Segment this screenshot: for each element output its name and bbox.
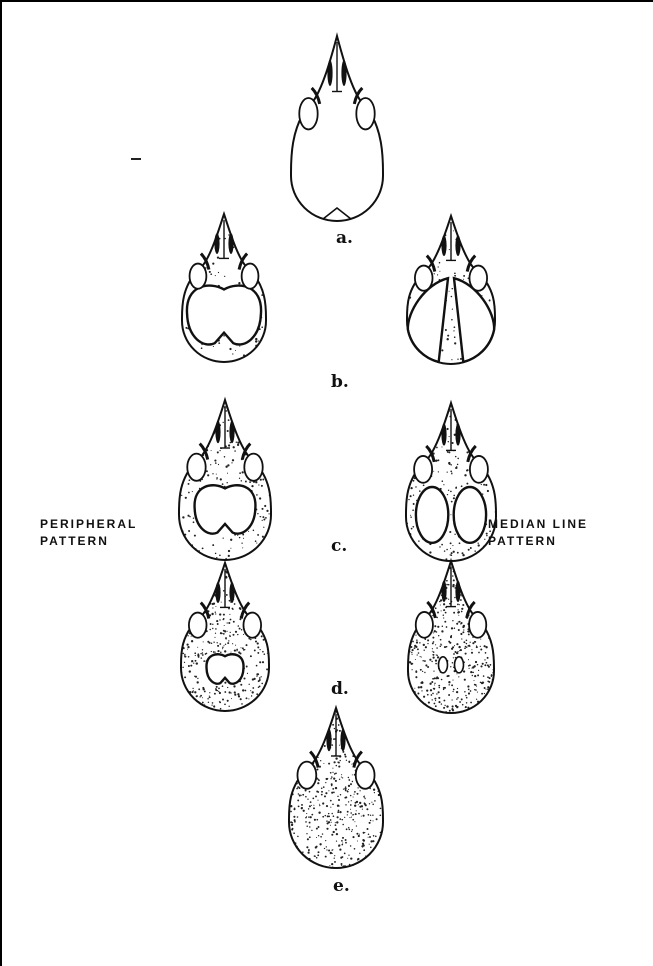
orbit-left [299, 98, 317, 129]
median-line-pattern-line-2: PATTERN [488, 533, 588, 550]
orbit-left [187, 454, 205, 481]
naris-left [441, 424, 446, 446]
unossified-region-left [439, 657, 448, 673]
naris-right [455, 581, 460, 602]
unossified-region-left [416, 487, 448, 543]
orbit-left [190, 264, 207, 289]
orbit-left [189, 613, 207, 638]
skull-d-left [180, 562, 270, 712]
naris-left [215, 421, 220, 443]
orbit-right [470, 456, 488, 483]
orbit-left [297, 762, 316, 789]
stage-label-d: d. [331, 679, 349, 699]
naris-right [455, 235, 460, 256]
stage-label-b: b. [331, 372, 349, 392]
skull-d-right [407, 561, 495, 714]
orbit-right [242, 264, 259, 289]
orbit-right [469, 266, 487, 291]
naris-right [341, 60, 346, 86]
naris-left [326, 729, 331, 751]
orbit-right [356, 762, 375, 789]
skull-e [288, 707, 383, 869]
orbit-right [356, 98, 374, 129]
stage-label-c: c. [331, 536, 347, 556]
naris-right [340, 729, 345, 751]
naris-right [229, 421, 234, 443]
skull-b-right [406, 216, 495, 364]
naris-right [229, 582, 234, 603]
naris-left [327, 60, 332, 86]
orbit-left [414, 456, 432, 483]
orbit-left [416, 612, 433, 638]
skull-a [291, 36, 383, 221]
skull-c-left [178, 400, 271, 560]
skull-b-left [181, 213, 266, 362]
median-line-pattern-line-1: MEDIAN LINE [488, 516, 588, 533]
peripheral-pattern-line-2: PATTERN [40, 533, 137, 550]
naris-left [215, 582, 220, 603]
unossified-region-right [455, 657, 464, 673]
peripheral-pattern-line-1: PERIPHERAL [40, 516, 137, 533]
stage-label-e: e. [333, 876, 350, 896]
naris-left [214, 233, 219, 254]
peripheral-pattern-label: PERIPHERAL PATTERN [40, 516, 137, 550]
stage-label-a: a. [336, 228, 353, 248]
median-line-pattern-label: MEDIAN LINE PATTERN [488, 516, 588, 550]
naris-right [455, 424, 460, 446]
orbit-left [415, 266, 433, 291]
unossified-region [206, 654, 243, 683]
unossified-region-right [454, 487, 486, 543]
orbit-right [244, 454, 262, 481]
orbit-right [469, 612, 486, 638]
naris-left [441, 235, 446, 256]
skull-c-right [405, 403, 496, 562]
naris-right [228, 233, 233, 254]
naris-left [441, 581, 446, 602]
orbit-right [243, 613, 261, 638]
